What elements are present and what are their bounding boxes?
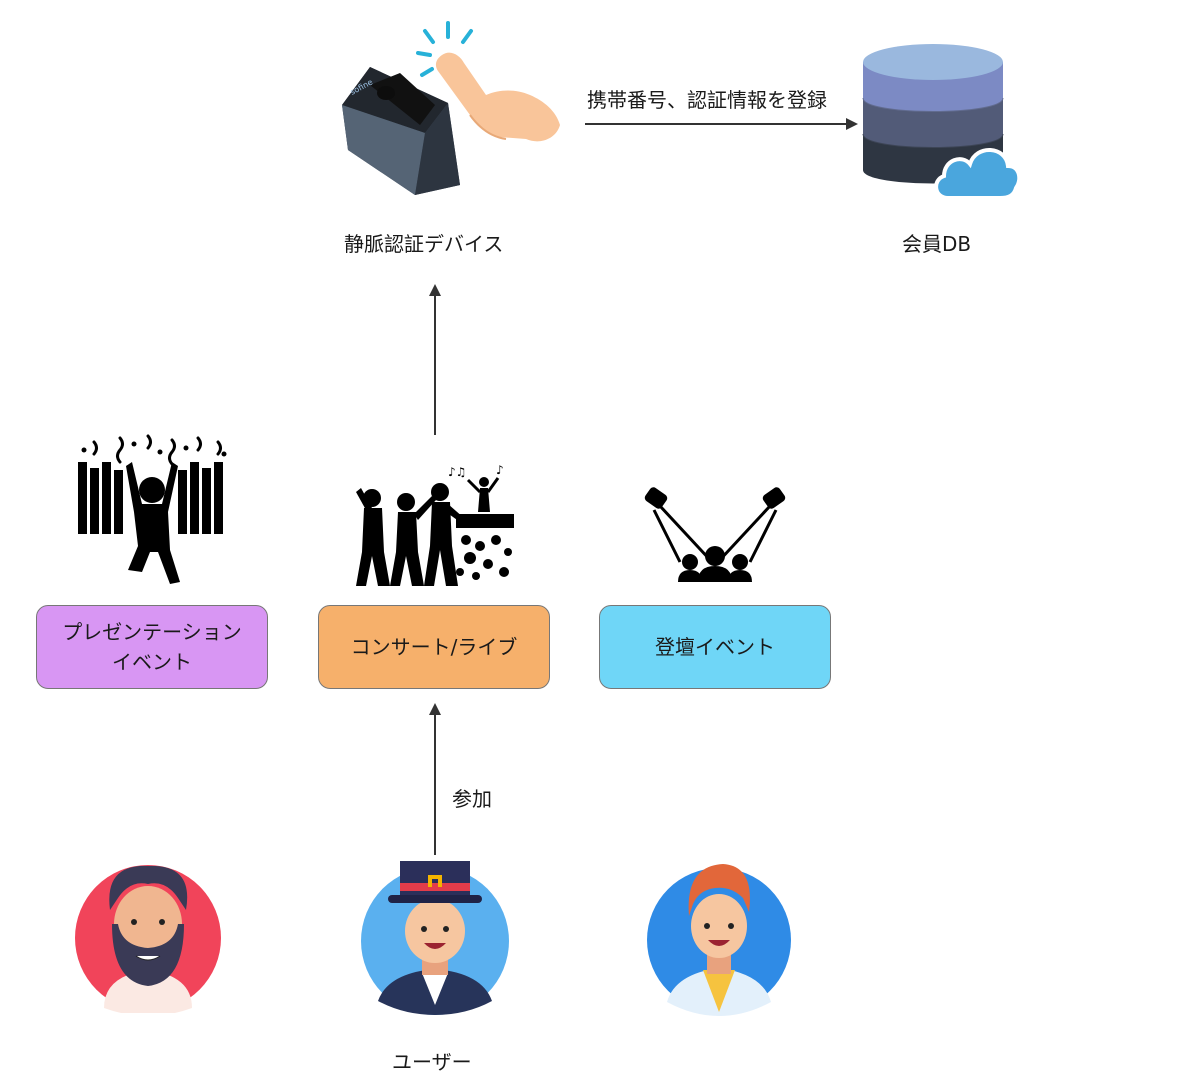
bearded-man-avatar (74, 858, 224, 1013)
spotlight-audience-icon (640, 484, 790, 584)
crowd-party-icon (72, 432, 232, 587)
tapping-finger-icon (435, 52, 560, 142)
vein-device-label: 静脈認証デバイス (344, 232, 504, 256)
stage-event-label: 登壇イベント (655, 635, 775, 659)
svg-text:♪♫: ♪♫ (448, 465, 466, 479)
participate-edge-label: 参加 (452, 787, 492, 811)
register-edge-label: 携帯番号、認証情報を登録 (587, 88, 827, 112)
presentation-event-label: プレゼンテーション イベント (62, 620, 242, 674)
concert-live-label: コンサート/ライブ (350, 635, 518, 659)
presentation-event-box[interactable]: プレゼンテーション イベント (36, 605, 268, 689)
concert-live-box[interactable]: コンサート/ライブ (318, 605, 550, 689)
stage-event-box[interactable]: 登壇イベント (599, 605, 831, 689)
hat-man-avatar (358, 855, 512, 1015)
redhead-man-avatar (645, 856, 795, 1016)
vein-scanner-device-icon: sofine (330, 15, 570, 200)
users-label: ユーザー (392, 1050, 472, 1074)
member-db-label: 会員DB (902, 232, 972, 256)
concert-crowd-icon: ♪♫ ♪ (356, 452, 516, 587)
database-cloud-icon (858, 30, 1018, 200)
svg-text:♪: ♪ (496, 463, 504, 477)
